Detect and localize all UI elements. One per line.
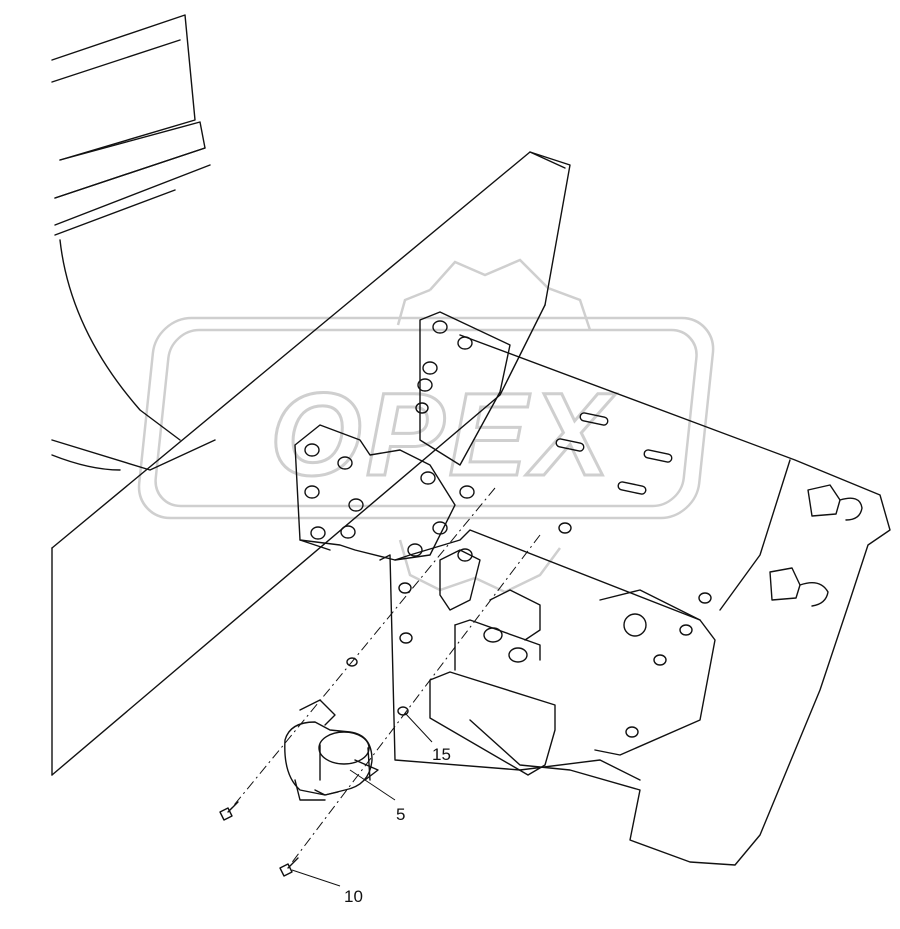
callout-5: 5 xyxy=(396,805,405,824)
upper-chassis-rail xyxy=(51,14,216,471)
opex-watermark: OPEX xyxy=(137,258,715,594)
plate-slots xyxy=(555,412,673,495)
decals xyxy=(769,484,863,607)
part-5-component xyxy=(284,699,379,801)
washers xyxy=(346,657,409,716)
bracket-assembly xyxy=(294,424,716,781)
callout-15: 15 xyxy=(432,745,451,764)
rear-mounting-plate xyxy=(419,311,891,866)
bracket-bolts xyxy=(304,320,712,738)
frame-member xyxy=(51,151,571,776)
callout-10: 10 xyxy=(344,887,363,906)
bolts-part-10 xyxy=(219,801,299,877)
watermark-text: OPEX xyxy=(270,369,616,501)
leader-lines xyxy=(291,712,433,887)
assembly-centerlines xyxy=(229,487,541,866)
